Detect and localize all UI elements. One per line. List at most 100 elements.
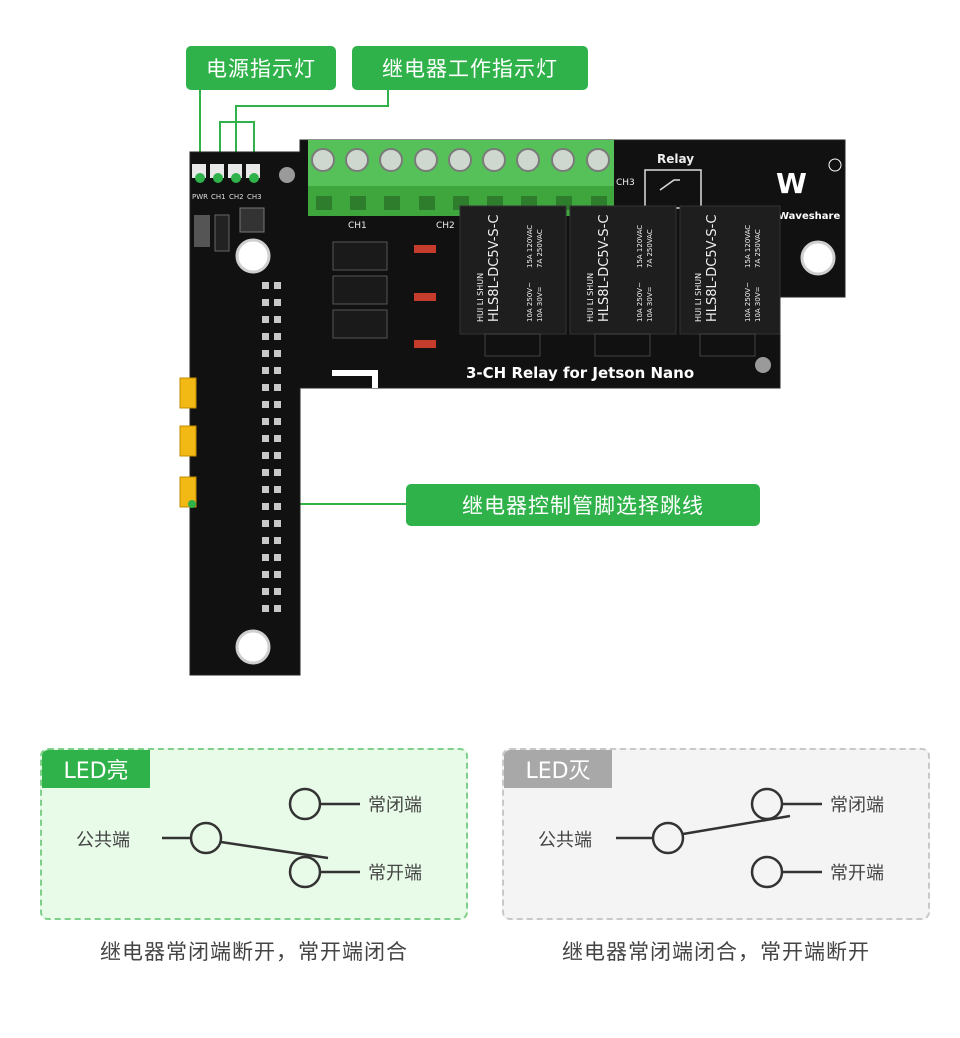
header-pin <box>274 299 281 306</box>
optocouplers <box>332 241 388 339</box>
power-led-callout: 电源指示灯 <box>186 46 336 90</box>
brand-logo-mark: W <box>776 167 807 200</box>
header-pin <box>262 350 269 357</box>
header-pin <box>262 418 269 425</box>
jumper-blocks <box>179 377 197 508</box>
no-label: 常开端 <box>830 863 884 884</box>
header-pin <box>262 554 269 561</box>
relay-rating-a-1: 10A 250V~ <box>526 282 534 322</box>
relay-model-2: HLS8L-DC5V-S-C <box>597 215 612 322</box>
header-pin <box>274 554 281 561</box>
board-title: 3-CH Relay for Jetson Nano <box>466 364 694 382</box>
nc-label: 常闭端 <box>368 795 422 816</box>
header-pin <box>274 316 281 323</box>
header-pin <box>274 520 281 527</box>
relay-3 <box>679 205 781 357</box>
header-pin <box>274 435 281 442</box>
relay-rating-d-3: 7A 250VAC <box>754 229 762 268</box>
status-leds <box>192 164 260 183</box>
header-pin <box>262 571 269 578</box>
relay-1 <box>459 205 567 357</box>
led-label-ch2: CH2 <box>229 193 244 201</box>
switch-diagram-off: 公共端 常闭端 常开端 <box>538 787 884 889</box>
relay-rating-d-2: 7A 250VAC <box>646 229 654 268</box>
relay-rating-c-2: 15A 120VAC <box>636 225 644 268</box>
terminal-label-ch3: CH3 <box>616 178 635 188</box>
header-pin <box>274 571 281 578</box>
relay-rating-d-1: 7A 250VAC <box>536 229 544 268</box>
relay-brand-1: HUI LI SHUN <box>476 273 485 322</box>
terminal-label-ch1: CH1 <box>348 221 367 231</box>
relay-rating-c-1: 15A 120VAC <box>526 225 534 268</box>
relay-model-3: HLS8L-DC5V-S-C <box>705 215 720 322</box>
header-pin <box>262 316 269 323</box>
header-pin <box>262 452 269 459</box>
header-pin <box>262 367 269 374</box>
header-pin <box>274 588 281 595</box>
header-pin <box>262 469 269 476</box>
relay-2 <box>569 205 677 357</box>
mounting-hole <box>235 238 836 665</box>
nc-label: 常闭端 <box>830 795 884 816</box>
header-pin <box>262 384 269 391</box>
relay-symbol-label: Relay <box>657 152 694 166</box>
nc-terminal <box>288 787 322 821</box>
header-pin <box>274 469 281 476</box>
brand-name: Waveshare <box>778 211 840 222</box>
relay-rating-a-2: 10A 250V~ <box>636 282 644 322</box>
common-label: 公共端 <box>538 830 592 851</box>
jumper-callout: 继电器控制管脚选择跳线 <box>406 484 760 526</box>
common-terminal <box>189 821 223 855</box>
header-pin <box>274 401 281 408</box>
no-terminal <box>288 855 322 889</box>
header-pin <box>262 333 269 340</box>
led-on-caption: 继电器常闭端断开，常开端闭合 <box>100 940 408 964</box>
header-pin <box>262 503 269 510</box>
no-terminal <box>750 855 784 889</box>
relay-rating-c-3: 15A 120VAC <box>744 225 752 268</box>
header-pin <box>274 367 281 374</box>
gpio-header <box>262 282 281 612</box>
header-pin <box>274 537 281 544</box>
nc-terminal <box>750 787 784 821</box>
relay-rating-b-1: 10A 30V= <box>536 286 544 322</box>
header-pin <box>274 384 281 391</box>
led-on-panel: LED亮 公共端 常闭端 常开端 <box>40 748 468 920</box>
led-off-panel: LED灭 公共端 常闭端 常开端 <box>502 748 930 920</box>
switch-diagram-on: 公共端 常闭端 常开端 <box>76 787 422 889</box>
header-pin <box>262 605 269 612</box>
header-pin <box>262 435 269 442</box>
led-label-ch1: CH1 <box>211 193 226 201</box>
header-pin <box>274 350 281 357</box>
terminal-label-ch2: CH2 <box>436 221 455 231</box>
header-pin <box>262 486 269 493</box>
header-pin <box>274 418 281 425</box>
header-pin <box>262 282 269 289</box>
header-pin <box>274 605 281 612</box>
switch-arm <box>220 840 329 860</box>
header-pin <box>262 299 269 306</box>
common-label: 公共端 <box>76 830 130 851</box>
header-pin <box>262 520 269 527</box>
relay-led-callout: 继电器工作指示灯 <box>352 46 588 90</box>
relay-board-illustration: PWR CH1 CH2 CH3 CH1 CH2 CH3 Relay W Wave… <box>179 90 846 676</box>
relay-rating-a-3: 10A 250V~ <box>744 282 752 322</box>
header-pin <box>274 282 281 289</box>
common-terminal <box>651 821 685 855</box>
switch-arm <box>682 814 791 836</box>
no-label: 常开端 <box>368 863 422 884</box>
header-pin <box>262 588 269 595</box>
header-pin <box>262 537 269 544</box>
led-off-caption: 继电器常闭端闭合，常开端断开 <box>562 940 870 964</box>
relay-model-1: HLS8L-DC5V-S-C <box>487 215 502 322</box>
terminal-block <box>308 140 614 216</box>
led-label-ch3: CH3 <box>247 193 262 201</box>
header-pin <box>262 401 269 408</box>
header-pin <box>274 486 281 493</box>
relay-rating-b-2: 10A 30V= <box>646 286 654 322</box>
header-pin <box>274 333 281 340</box>
header-pin <box>274 503 281 510</box>
header-pin <box>274 452 281 459</box>
led-label-pwr: PWR <box>192 193 208 201</box>
led-on-tag: LED亮 <box>42 750 150 788</box>
